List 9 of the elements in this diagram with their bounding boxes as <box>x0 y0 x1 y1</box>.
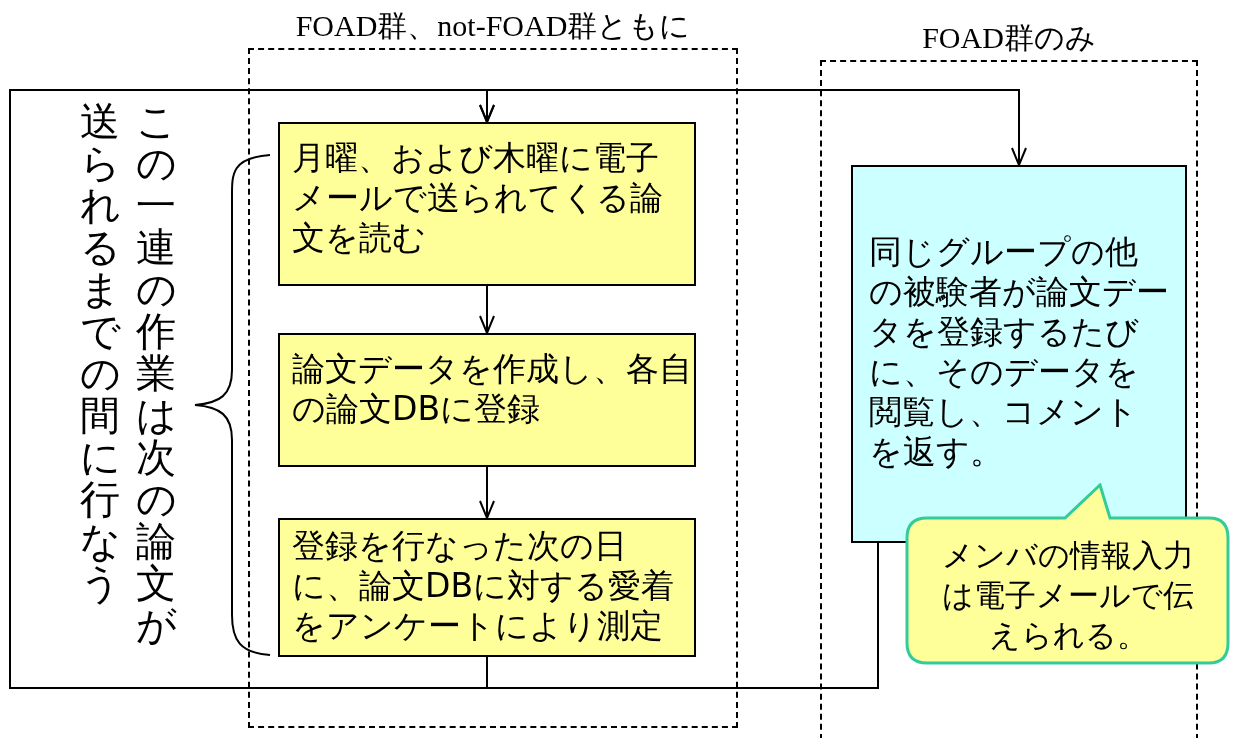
process-box: 月曜、および木曜に電子メールで送られてくる論文を読む <box>278 122 696 286</box>
arrow <box>479 285 495 334</box>
arrow <box>479 466 495 519</box>
speech-bubble: メンバの情報入力は電子メールで伝えられる。 <box>905 483 1231 666</box>
region-heading: FOAD群のみ <box>921 20 1097 56</box>
process-box: 登録を行なった次の日に、論文DBに対する愛着をアンケートにより測定 <box>278 518 696 657</box>
process-box: 論文データを作成し、各自の論文DBに登録 <box>278 333 696 467</box>
region-heading: FOAD群、not-FOAD群ともに <box>294 8 692 44</box>
vertical-note: この一連の作業は次の論文が送られるまでの間に行なう <box>78 100 178 646</box>
